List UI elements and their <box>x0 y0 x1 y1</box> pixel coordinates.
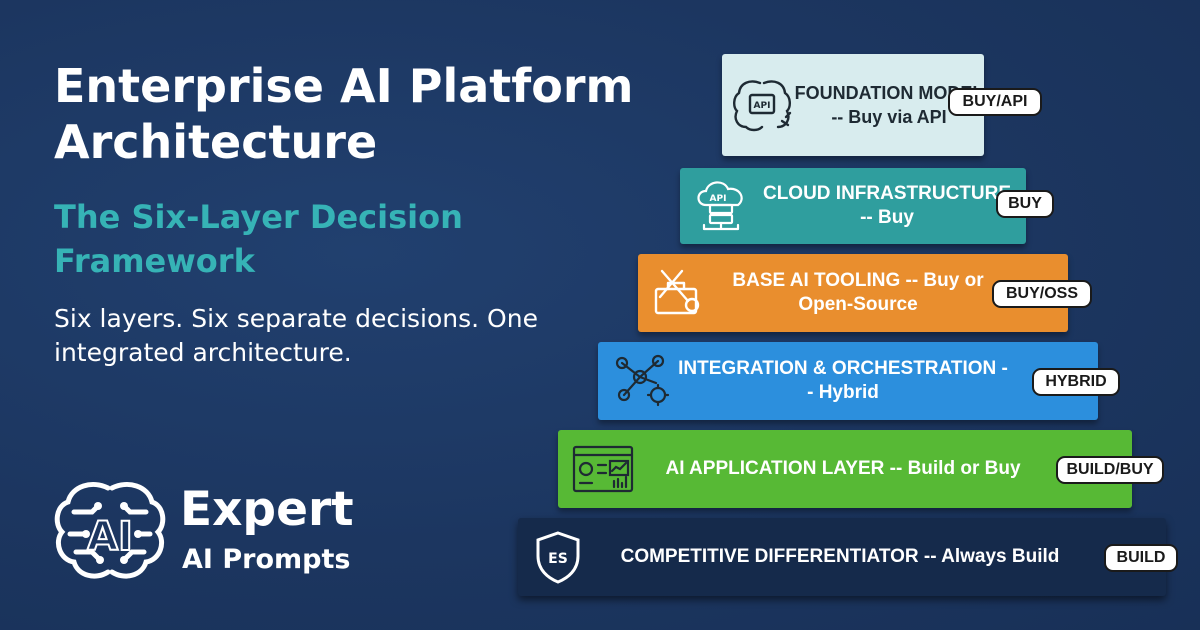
brain-circuit-icon: AI <box>54 482 166 579</box>
svg-text:API: API <box>754 101 771 111</box>
svg-text:ES: ES <box>548 551 568 567</box>
brain-chip-icon: API <box>733 80 792 132</box>
page-subtitle: The Six-Layer Decision Framework <box>54 198 463 280</box>
layer-label: INTEGRATION & ORCHESTRATION -- Hybrid <box>678 358 1008 403</box>
layer-label: COMPETITIVE DIFFERENTIATOR -- Always Bui… <box>620 546 1060 567</box>
layer-label: BASE AI TOOLING -- Buy or Open-Source <box>732 270 984 315</box>
layer-competitive-differentiator: ES COMPETITIVE DIFFERENTIATOR -- Always … <box>518 518 1166 596</box>
layer-label: FOUNDATION MODEL -- Buy via API <box>794 83 984 127</box>
brand-logo: AI Expert AI Prompts <box>52 476 392 586</box>
svg-text:API: API <box>710 194 727 204</box>
layer-integration-orchestration: INTEGRATION & ORCHESTRATION -- Hybrid <box>598 342 1098 420</box>
page-title: Enterprise AI Platform Architecture <box>54 59 634 169</box>
svg-text:AI: AI <box>87 514 133 560</box>
layer-label: CLOUD INFRASTRUCTURE -- Buy <box>762 183 1012 228</box>
decision-badge: BUILD/BUY <box>1056 456 1164 484</box>
toolbox-icon <box>654 269 700 315</box>
shield-icon: ES <box>536 531 580 584</box>
decision-badge: BUILD <box>1104 544 1178 572</box>
decision-badge: HYBRID <box>1032 368 1120 396</box>
dashboard-icon <box>572 445 634 493</box>
decision-badge: BUY/OSS <box>992 280 1092 308</box>
layer-foundation-model: API FOUNDATION MODEL -- Buy via API <box>722 54 984 156</box>
decision-badge: BUY/API <box>948 88 1042 116</box>
layer-cloud-infrastructure: API CLOUD INFRASTRUCTURE -- Buy <box>680 168 1026 244</box>
network-gear-icon <box>615 354 670 407</box>
layer-label: AI APPLICATION LAYER -- Build or Buy <box>665 458 1021 479</box>
tagline: Six layers. Six separate decisions. One … <box>54 304 538 367</box>
cloud-server-icon: API <box>697 181 743 231</box>
layer-ai-application: AI APPLICATION LAYER -- Build or Buy <box>558 430 1132 508</box>
decision-badge: BUY <box>996 190 1054 218</box>
brand-name: Expert <box>180 482 354 537</box>
brand-sub: AI Prompts <box>182 544 351 575</box>
